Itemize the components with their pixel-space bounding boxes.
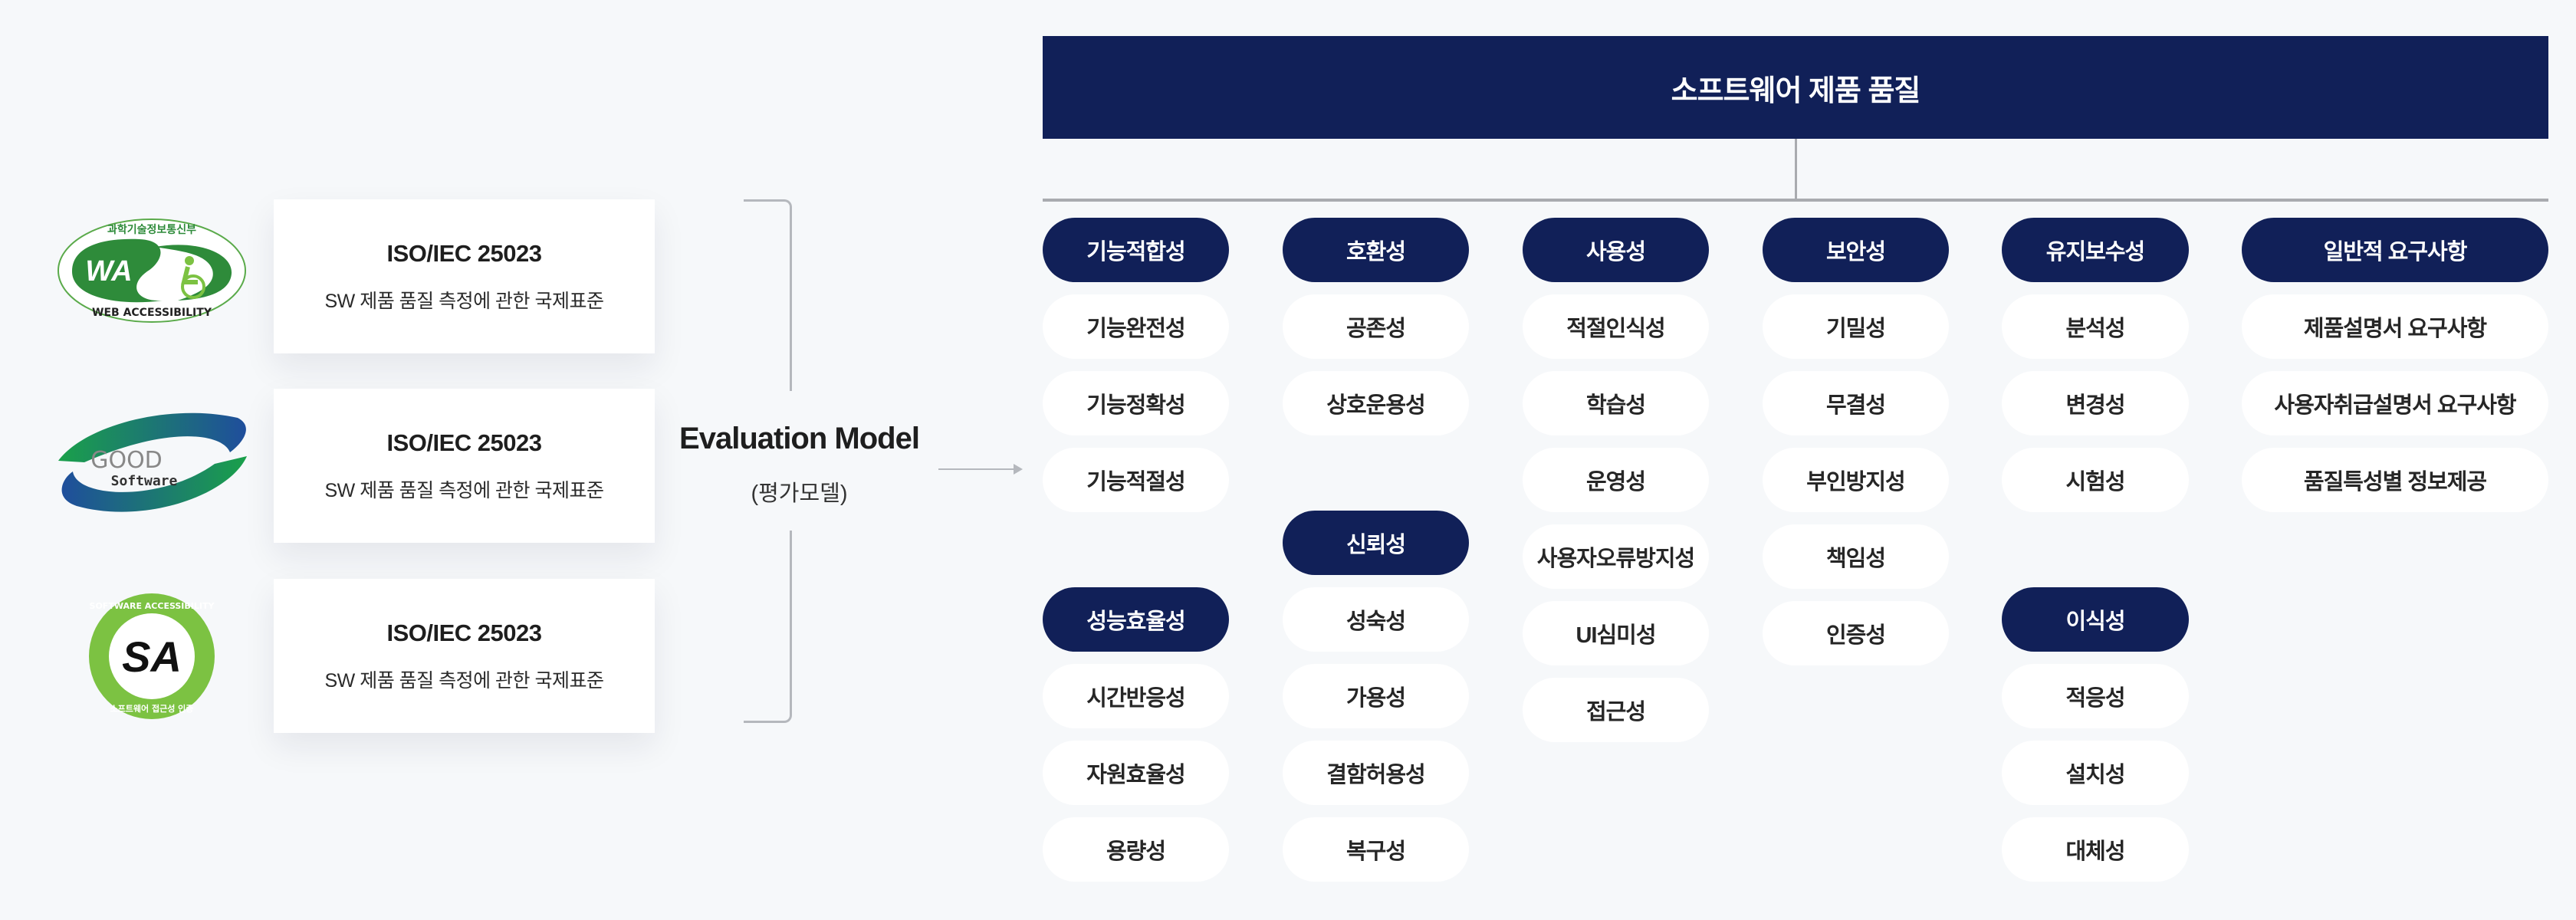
sub-characteristic: 변경성	[2002, 371, 2189, 435]
good-software-logo: GOOD Software	[58, 412, 248, 512]
sub-characteristic: 사용자오류방지성	[1523, 524, 1709, 589]
quality-title: 소프트웨어 제품 품질	[1043, 36, 2548, 139]
sub-characteristic: 가용성	[1283, 664, 1469, 728]
connector-horizontal	[1043, 199, 2548, 202]
sub-characteristic: 기능적절성	[1043, 448, 1229, 512]
sub-characteristic: 기능정확성	[1043, 371, 1229, 435]
sub-characteristic: 시간반응성	[1043, 664, 1229, 728]
svg-text:SOFTWARE ACCESSIBILITY: SOFTWARE ACCESSIBILITY	[90, 601, 215, 611]
characteristic-header: 기능적합성	[1043, 218, 1229, 282]
card-description: SW 제품 품질 측정에 관한 국제표준	[324, 669, 604, 692]
sub-characteristic: 운영성	[1523, 448, 1709, 512]
sub-characteristic: 기밀성	[1763, 294, 1949, 359]
sub-characteristic: 자원효율성	[1043, 741, 1229, 805]
software-accessibility-logo: SA SOFTWARE ACCESSIBILITY 소프트웨어 접근성 인증	[89, 593, 215, 719]
card-title: ISO/IEC 25023	[386, 619, 542, 646]
sub-characteristic: 책임성	[1763, 524, 1949, 589]
sub-characteristic: 무결성	[1763, 371, 1949, 435]
characteristic-header: 이식성	[2002, 587, 2189, 652]
sub-characteristic: 적응성	[2002, 664, 2189, 728]
evaluation-model-title: Evaluation Model	[679, 422, 920, 455]
sub-characteristic: 부인방지성	[1763, 448, 1949, 512]
sub-characteristic: 분석성	[2002, 294, 2189, 359]
sub-characteristic: 설치성	[2002, 741, 2189, 805]
card-title: ISO/IEC 25023	[386, 239, 542, 267]
web-accessibility-logo: WA 과학기술정보통신부 WEB ACCESSIBILITY	[58, 219, 246, 323]
svg-text:SA: SA	[122, 632, 182, 681]
bracket-top	[744, 199, 792, 391]
sub-characteristic: 접근성	[1523, 678, 1709, 742]
sub-characteristic: 기능완전성	[1043, 294, 1229, 359]
sub-characteristic: 상호운용성	[1283, 371, 1469, 435]
svg-text:GOOD: GOOD	[90, 447, 163, 474]
certification-card: ISO/IEC 25023 SW 제품 품질 측정에 관한 국제표준	[274, 389, 655, 543]
arrow-right-icon	[1014, 464, 1023, 475]
sub-characteristic: UI심미성	[1523, 601, 1709, 665]
sub-characteristic: 복구성	[1283, 817, 1469, 882]
characteristic-header: 사용성	[1523, 218, 1709, 282]
characteristic-header: 신뢰성	[1283, 511, 1469, 575]
characteristic-header: 호환성	[1283, 218, 1469, 282]
certification-card: ISO/IEC 25023 SW 제품 품질 측정에 관한 국제표준	[274, 199, 655, 353]
svg-text:소프트웨어 접근성 인증: 소프트웨어 접근성 인증	[110, 703, 194, 714]
characteristic-header: 보안성	[1763, 218, 1949, 282]
svg-text:WA: WA	[85, 255, 132, 288]
sub-characteristic: 성숙성	[1283, 587, 1469, 652]
card-description: SW 제품 품질 측정에 관한 국제표준	[324, 290, 604, 312]
sub-characteristic: 용량성	[1043, 817, 1229, 882]
card-description: SW 제품 품질 측정에 관한 국제표준	[324, 479, 604, 501]
sub-characteristic: 학습성	[1523, 371, 1709, 435]
arrow-line	[938, 468, 1021, 470]
sub-characteristic: 사용자취급설명서 요구사항	[2242, 371, 2548, 435]
card-title: ISO/IEC 25023	[386, 429, 542, 456]
bracket-bottom	[744, 531, 792, 723]
certification-card: ISO/IEC 25023 SW 제품 품질 측정에 관한 국제표준	[274, 579, 655, 733]
characteristic-header: 성능효율성	[1043, 587, 1229, 652]
evaluation-model-subtitle: (평가모델)	[751, 481, 848, 506]
sub-characteristic: 적절인식성	[1523, 294, 1709, 359]
characteristic-header: 유지보수성	[2002, 218, 2189, 282]
sub-characteristic: 인증성	[1763, 601, 1949, 665]
sub-characteristic: 공존성	[1283, 294, 1469, 359]
characteristic-header: 일반적 요구사항	[2242, 218, 2548, 282]
connector-vertical	[1795, 139, 1797, 200]
svg-text:WEB ACCESSIBILITY: WEB ACCESSIBILITY	[92, 307, 212, 319]
svg-text:Software: Software	[111, 473, 178, 489]
sub-characteristic: 대체성	[2002, 817, 2189, 882]
sub-characteristic: 품질특성별 정보제공	[2242, 448, 2548, 512]
sub-characteristic: 시험성	[2002, 448, 2189, 512]
sub-characteristic: 결함허용성	[1283, 741, 1469, 805]
svg-text:과학기술정보통신부: 과학기술정보통신부	[107, 223, 196, 236]
sub-characteristic: 제품설명서 요구사항	[2242, 294, 2548, 359]
